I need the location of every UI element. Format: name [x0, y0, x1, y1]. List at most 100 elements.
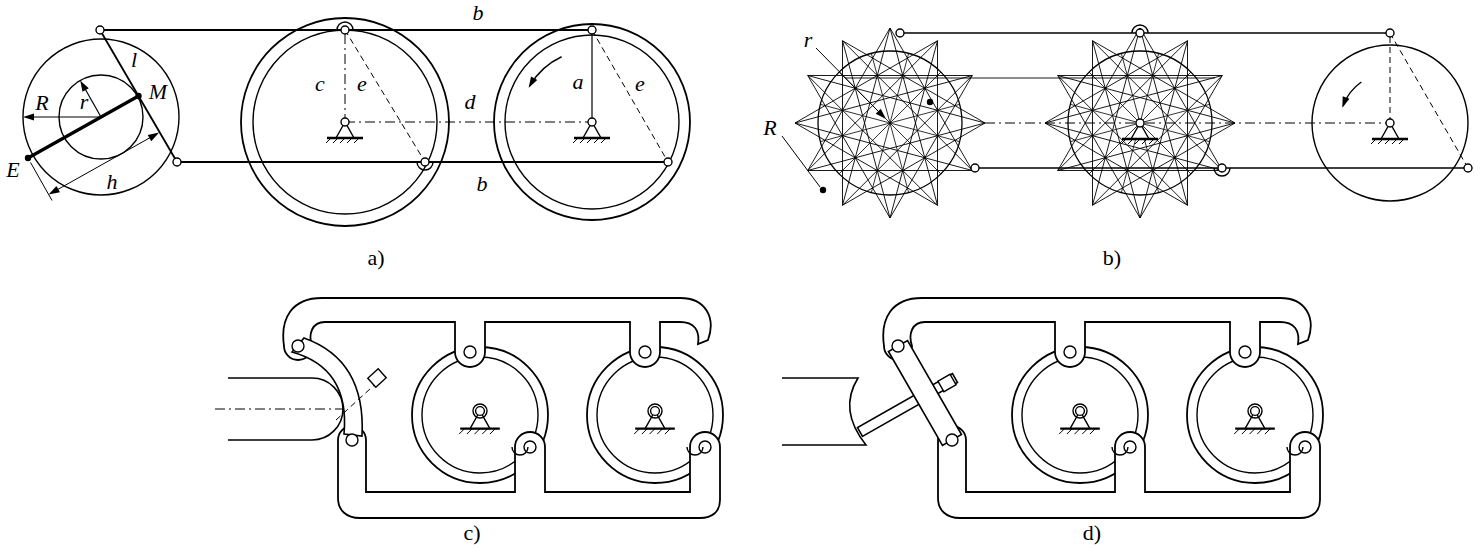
spoke-line: [1089, 123, 1140, 174]
pin-joint: [588, 118, 596, 126]
link-label: b: [477, 173, 488, 195]
construction-line: [890, 76, 972, 219]
ground-hatch: [1142, 139, 1147, 144]
pin-joint: [1124, 441, 1136, 453]
construction-line: [808, 170, 973, 171]
pin-joint: [1064, 346, 1076, 358]
pin-joint: [346, 434, 358, 446]
ground-hatch: [333, 138, 338, 143]
point-dot: [25, 155, 31, 161]
pin-joint: [476, 407, 485, 416]
ground-hatch: [1121, 139, 1126, 144]
spoke-line: [1070, 104, 1140, 123]
ground-hatch: [1082, 429, 1088, 435]
pin-joint: [588, 26, 596, 34]
pin-joint: [971, 164, 979, 172]
push-rod: [782, 378, 866, 445]
link-label: e: [635, 73, 645, 95]
hidden-line: [345, 30, 425, 162]
wheel-rim-inner: [505, 35, 679, 209]
point-dot: [927, 99, 933, 105]
ground-hatch: [650, 429, 656, 435]
arrow-head: [148, 133, 159, 142]
spoke-line: [890, 104, 960, 123]
ground-hatch: [1371, 139, 1376, 144]
pin-joint: [1239, 346, 1251, 358]
construction-line: [795, 41, 938, 123]
pin-joint: [524, 441, 536, 453]
pin-joint: [173, 158, 181, 166]
construction-line: [1093, 123, 1236, 205]
link-label: l: [131, 49, 137, 71]
frame-lower-link: [938, 426, 1320, 518]
center-line: [215, 409, 345, 410]
construction-line: [890, 28, 972, 171]
wheel-rim-inner: [1197, 357, 1313, 473]
pivot-boss: [473, 404, 487, 418]
spoke-line: [820, 104, 890, 123]
construction-line: [795, 123, 938, 205]
pin-joint: [96, 26, 104, 34]
ground-hatch: [657, 429, 663, 435]
construction-line: [808, 28, 890, 171]
radius-line: [30, 116, 101, 117]
arrow-head: [876, 109, 886, 119]
pin-joint: [1136, 29, 1144, 37]
radius-label: R: [763, 117, 776, 139]
spoke-line: [890, 53, 909, 123]
ground-hatch: [1059, 429, 1065, 435]
panel-caption: c): [463, 522, 480, 544]
dimension-label: h: [107, 171, 118, 193]
hex-nut: [368, 369, 386, 387]
push-rod: [228, 378, 343, 440]
spoke-line: [1140, 53, 1159, 123]
construction-line: [808, 76, 890, 219]
pin-joint: [699, 441, 711, 453]
panel-caption: a): [367, 247, 384, 269]
ground-hatch: [1149, 139, 1154, 144]
pin-joint: [1076, 407, 1085, 416]
construction-line: [1140, 76, 1222, 219]
ground-hatch: [459, 429, 465, 435]
wheel-rim-inner: [597, 357, 713, 473]
joint-arc: [1112, 447, 1128, 455]
link-label: d: [465, 91, 476, 113]
ground-hatch: [354, 138, 359, 143]
hex-nut: [938, 374, 956, 391]
radius-label: r: [80, 91, 89, 113]
pin-joint: [1386, 119, 1394, 127]
point-dot: [135, 93, 141, 99]
pivot-boss: [1248, 404, 1262, 418]
leader-line: [782, 136, 820, 187]
spoke-line: [1121, 53, 1140, 123]
coupler-bar: [900, 32, 1390, 34]
spoke-line: [890, 123, 909, 193]
panel-caption: d): [1083, 522, 1101, 544]
ground-hatch: [1067, 429, 1073, 435]
pin-joint: [651, 407, 660, 416]
wheel-rim-outer: [494, 24, 690, 220]
construction-line: [1140, 28, 1222, 171]
panel-caption: b): [1103, 247, 1121, 269]
construction-line: [843, 123, 986, 205]
ground-hatch: [326, 138, 331, 143]
hidden-line: [592, 30, 668, 162]
spoke-line: [1140, 72, 1191, 123]
ground-hatch: [1385, 139, 1390, 144]
ground-hatch: [573, 138, 578, 143]
point-label: E: [6, 159, 19, 181]
joint-arc: [512, 447, 528, 455]
ground-hatch: [601, 138, 606, 143]
center-line: [985, 123, 1386, 124]
spoke-line: [820, 123, 890, 142]
connecting-link: [100, 30, 177, 162]
link-label: b: [473, 2, 484, 24]
spoke-line: [890, 123, 960, 142]
construction-line: [1058, 170, 1223, 171]
center-line: [345, 122, 592, 123]
dimension-line: [55, 136, 153, 191]
pin-joint: [946, 434, 958, 446]
pin-joint: [1136, 119, 1144, 127]
joint-arc: [687, 447, 703, 455]
